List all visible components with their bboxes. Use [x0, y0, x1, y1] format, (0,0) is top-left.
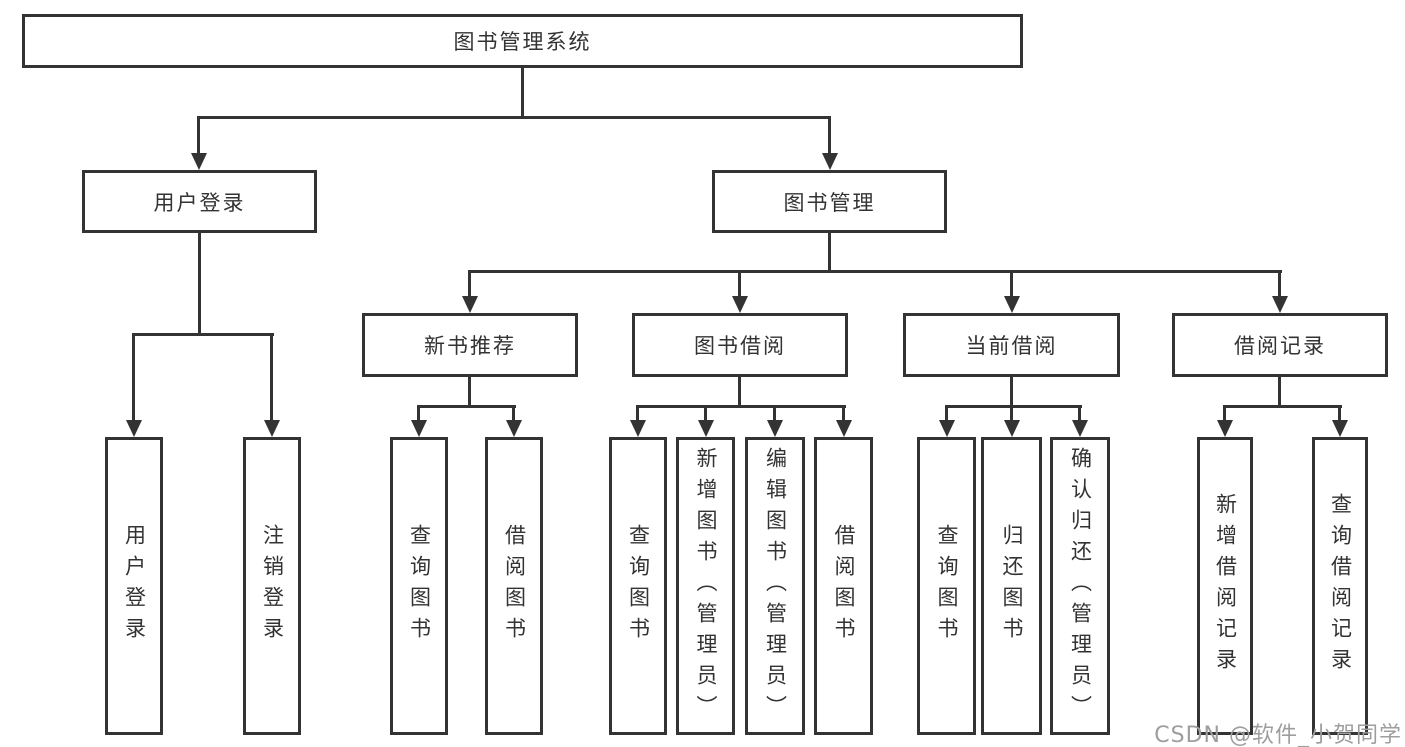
node-root: 图书管理系统	[22, 14, 1023, 68]
arrow-to-leaf-borrow-book-rec	[505, 405, 522, 437]
node-new-book-rec-label: 新书推荐	[424, 334, 516, 358]
leaf-confirm-return-admin: 确认归还（管理员）	[1050, 437, 1110, 735]
connector-level3-rail	[468, 270, 1282, 273]
arrow-to-leaf-query-record	[1331, 405, 1348, 437]
leaf-edit-book-admin-label: 编辑图书（管理员）	[763, 446, 788, 726]
node-root-label: 图书管理系统	[453, 30, 592, 54]
leaf-query-book-current: 查询图书	[917, 437, 976, 735]
node-user-login-label: 用户登录	[153, 190, 246, 215]
leaf-add-book-admin: 新增图书（管理员）	[676, 437, 735, 735]
arrowhead-icon	[1071, 420, 1088, 437]
leaf-query-book-rec: 查询图书	[390, 437, 448, 735]
leaf-add-book-admin-label: 新增图书（管理员）	[694, 446, 719, 726]
connector-new-rec-rail	[417, 405, 516, 408]
arrow-to-leaf-add-record	[1216, 405, 1233, 437]
arrow-to-leaf-confirm-return	[1071, 405, 1088, 437]
arrow-to-book-mgmt	[821, 116, 838, 170]
arrow-to-leaf-edit-book	[766, 405, 783, 437]
leaf-borrow-book-borrow-label: 借阅图书	[832, 524, 857, 648]
node-book-mgmt-label: 图书管理	[783, 190, 876, 215]
arrowhead-icon	[821, 153, 838, 170]
leaf-logout-label: 注销登录	[260, 524, 285, 648]
connector-level2-rail	[197, 116, 831, 119]
leaf-return-book-label: 归还图书	[1000, 524, 1025, 648]
arrowhead-icon	[263, 420, 280, 437]
node-user-login: 用户登录	[82, 170, 317, 233]
arrowhead-icon	[766, 420, 783, 437]
leaf-borrow-book-borrow: 借阅图书	[814, 437, 873, 735]
connector-new-rec-stem	[468, 377, 471, 408]
connector-user-login-stem	[198, 233, 201, 336]
csdn-watermark: CSDN @软件_小贺同学	[1154, 723, 1402, 747]
arrow-to-leaf-borrow-book-borrow	[835, 405, 852, 437]
leaf-query-borrow-record-label: 查询借阅记录	[1328, 493, 1353, 679]
arrow-to-user-login	[190, 116, 207, 170]
connector-book-borrow-rail	[636, 405, 846, 408]
connector-cur-borrow-rail	[945, 405, 1082, 408]
leaf-edit-book-admin: 编辑图书（管理员）	[745, 437, 805, 735]
leaf-query-borrow-record: 查询借阅记录	[1312, 437, 1368, 735]
leaf-confirm-return-admin-label: 确认归还（管理员）	[1068, 446, 1093, 726]
arrow-to-leaf-user-login	[125, 333, 142, 437]
node-current-borrow-label: 当前借阅	[965, 334, 1058, 358]
arrowhead-icon	[1003, 296, 1020, 313]
connector-user-login-rail	[132, 333, 274, 336]
leaf-return-book: 归还图书	[981, 437, 1042, 735]
arrowhead-icon	[1271, 296, 1288, 313]
leaf-query-book-rec-label: 查询图书	[407, 524, 432, 648]
connector-book-borrow-stem	[738, 377, 741, 408]
arrow-to-cur-borrow	[1003, 270, 1020, 313]
arrowhead-icon	[190, 153, 207, 170]
leaf-user-login-label: 用户登录	[122, 524, 147, 648]
arrow-to-leaf-query-book-borrow	[629, 405, 646, 437]
leaf-logout: 注销登录	[243, 437, 301, 735]
connector-root-stem	[521, 68, 524, 119]
arrowhead-icon	[835, 420, 852, 437]
arrowhead-icon	[1216, 420, 1233, 437]
connector-records-stem	[1278, 377, 1281, 408]
arrowhead-icon	[461, 296, 478, 313]
arrow-to-new-rec	[461, 270, 478, 313]
leaf-add-borrow-record: 新增借阅记录	[1197, 437, 1253, 735]
node-book-borrow: 图书借阅	[632, 313, 848, 377]
leaf-query-book-borrow: 查询图书	[609, 437, 667, 735]
arrowhead-icon	[410, 420, 427, 437]
arrowhead-icon	[1331, 420, 1348, 437]
node-current-borrow: 当前借阅	[903, 313, 1120, 377]
leaf-add-borrow-record-label: 新增借阅记录	[1213, 493, 1238, 679]
node-borrow-records-label: 借阅记录	[1234, 334, 1326, 358]
arrowhead-icon	[629, 420, 646, 437]
arrowhead-icon	[1003, 420, 1020, 437]
arrow-to-leaf-return-book	[1003, 405, 1020, 437]
connector-cur-borrow-stem	[1010, 377, 1013, 408]
arrow-to-book-borrow	[731, 270, 748, 313]
leaf-query-book-current-label: 查询图书	[935, 524, 960, 648]
leaf-borrow-book-rec: 借阅图书	[485, 437, 543, 735]
node-book-borrow-label: 图书借阅	[694, 334, 786, 358]
arrow-to-leaf-logout	[263, 333, 280, 437]
connector-records-rail	[1223, 405, 1342, 408]
leaf-borrow-book-rec-label: 借阅图书	[502, 524, 527, 648]
leaf-query-book-borrow-label: 查询图书	[626, 524, 651, 648]
arrowhead-icon	[938, 420, 955, 437]
arrowhead-icon	[125, 420, 142, 437]
arrowhead-icon	[731, 296, 748, 313]
arrow-to-leaf-add-book	[697, 405, 714, 437]
node-new-book-rec: 新书推荐	[362, 313, 578, 377]
leaf-user-login: 用户登录	[105, 437, 163, 735]
connector-book-mgmt-stem	[828, 233, 831, 273]
arrowhead-icon	[697, 420, 714, 437]
node-borrow-records: 借阅记录	[1172, 313, 1388, 377]
arrow-to-leaf-query-book-current	[938, 405, 955, 437]
arrowhead-icon	[505, 420, 522, 437]
arrow-to-leaf-query-book-rec	[410, 405, 427, 437]
arrow-to-records	[1271, 270, 1288, 313]
node-book-mgmt: 图书管理	[712, 170, 947, 233]
